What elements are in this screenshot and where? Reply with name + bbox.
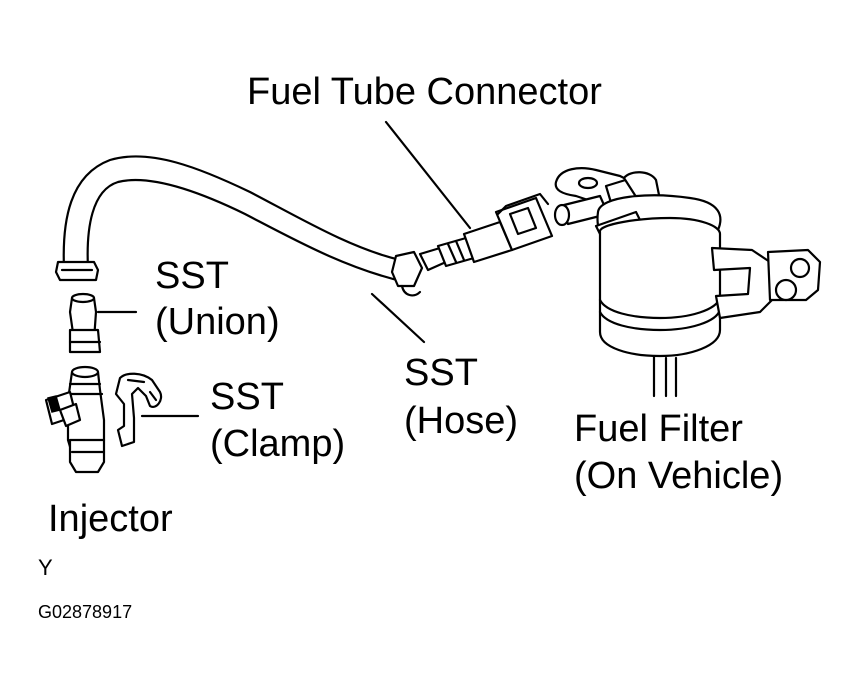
label-sst-hose-line2: (Hose)	[404, 400, 519, 442]
label-fuel-filter-line2: (On Vehicle)	[574, 455, 784, 497]
fuel-filter	[553, 167, 822, 398]
label-fuel-tube-connector: Fuel Tube Connector	[247, 71, 602, 113]
label-sst-clamp-line2: (Clamp)	[210, 423, 346, 465]
label-sst-hose-line1: SST	[404, 352, 478, 394]
sst-hose	[54, 155, 424, 297]
injector	[44, 365, 106, 474]
label-fuel-filter-line1: Fuel Filter	[574, 408, 743, 450]
footer-figure-id: G02878917	[38, 602, 133, 622]
label-sst-union-line2: (Union)	[155, 301, 280, 343]
leader-fuel-tube-connector	[384, 120, 472, 230]
label-sst-clamp-line1: SST	[210, 376, 284, 418]
fuel-tube-connector	[418, 192, 554, 272]
label-injector: Injector	[48, 498, 173, 540]
leader-sst-hose	[370, 292, 426, 344]
label-sst-union-line1: SST	[155, 255, 229, 297]
sst-clamp	[114, 372, 163, 448]
sst-union	[68, 292, 102, 354]
footer-code-letter: Y	[38, 555, 53, 580]
